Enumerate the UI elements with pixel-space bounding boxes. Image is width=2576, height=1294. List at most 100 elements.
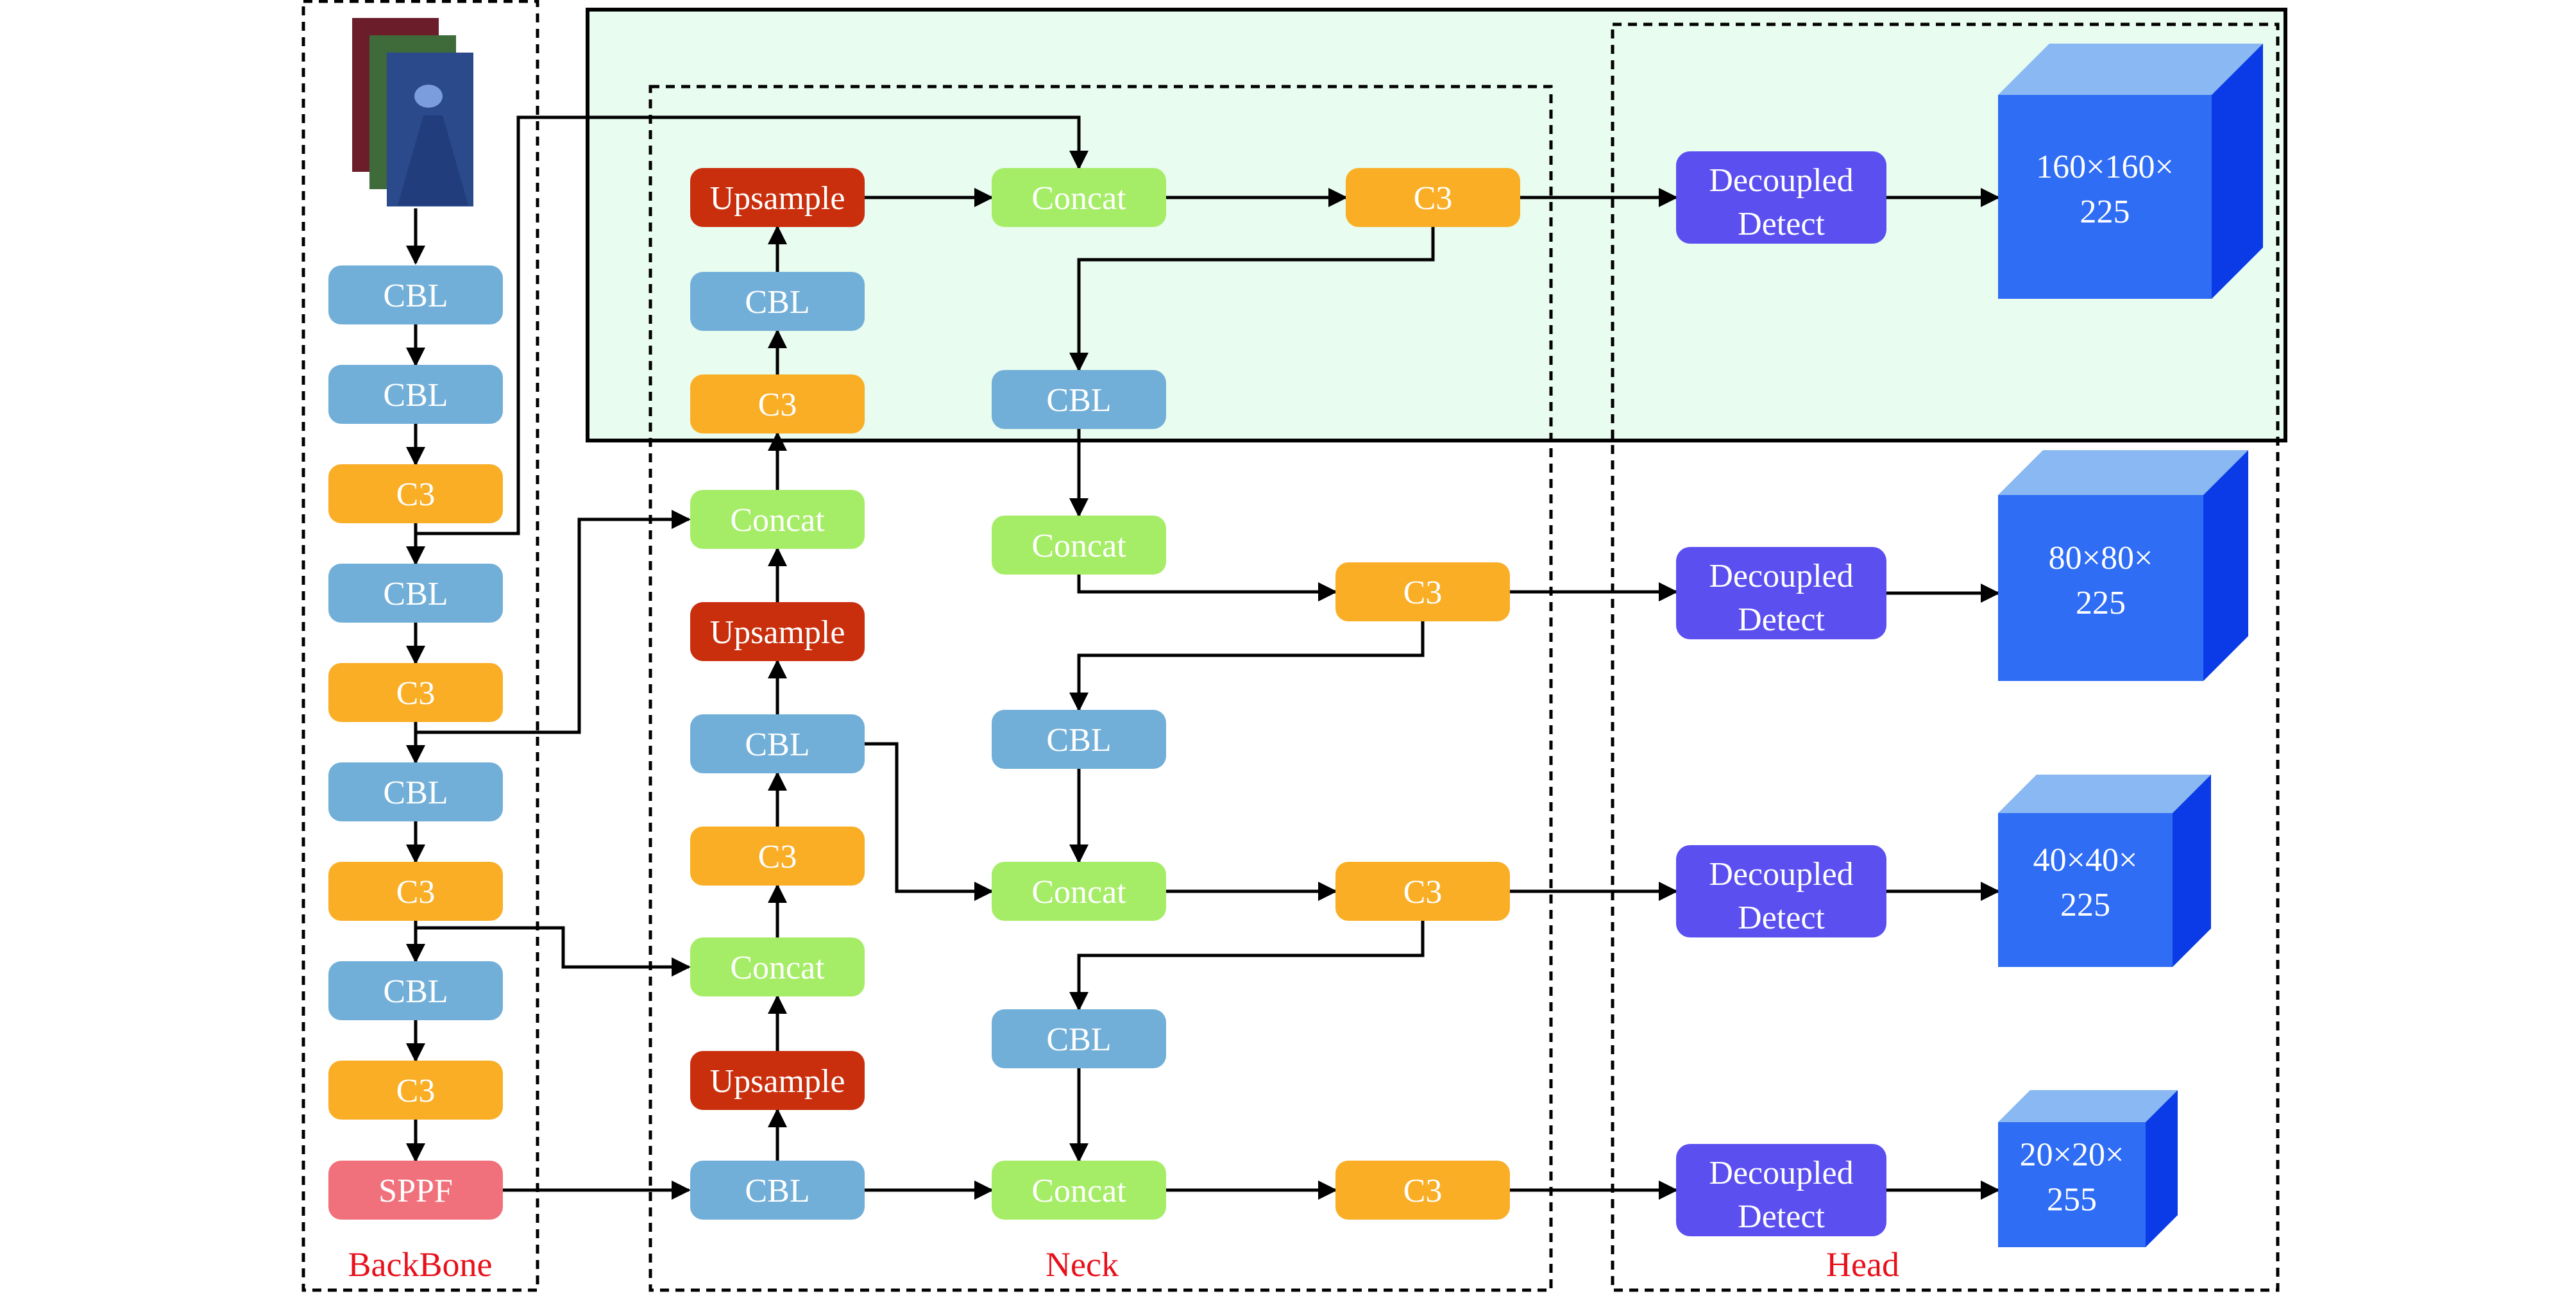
wire-bb-c3-to-top-concat <box>416 115 1089 535</box>
backbone-block-1: CBL <box>328 265 503 324</box>
neck-col1-block-6-label: CBL <box>745 727 809 763</box>
neck-col3-block-3-label: C3 <box>1403 874 1443 911</box>
neck-col1-block-1: Upsample <box>690 168 865 227</box>
neck-col2-block-6-label: CBL <box>1046 1021 1111 1058</box>
neck-col3-block-2: C3 <box>1335 562 1510 621</box>
backbone-block-5: C3 <box>328 663 503 722</box>
neck-col1-block-4: Concat <box>690 490 865 549</box>
neck-col2-block-3: Concat <box>992 516 1166 575</box>
backbone-block-3-label: C3 <box>396 476 436 513</box>
backbone-block-1-label: CBL <box>383 278 448 314</box>
output-dim-line2: 255 <box>2047 1182 2097 1218</box>
output-dim-line1: 80×80× <box>2049 540 2153 576</box>
neck-col1-block-3-label: C3 <box>758 387 797 423</box>
neck-col1-block-2-label: CBL <box>745 284 809 321</box>
neck-col3-block-4: C3 <box>1335 1161 1510 1220</box>
detect-label-line1: Decoupled <box>1709 162 1853 199</box>
neck-col1-block-8-label: Concat <box>730 950 825 986</box>
backbone-block-8-label: CBL <box>383 973 448 1010</box>
wire-c3-3-to-cbl <box>1069 921 1425 1011</box>
detect-label-line2: Detect <box>1738 900 1825 936</box>
neck-col1-block-10: CBL <box>690 1161 865 1220</box>
backbone-block-9-label: C3 <box>396 1073 436 1109</box>
neck-col1-block-5: Upsample <box>690 602 865 661</box>
neck-label: Neck <box>1046 1245 1119 1284</box>
output-dim-line1: 20×20× <box>2020 1137 2124 1173</box>
backbone-block-7: C3 <box>328 862 503 921</box>
backbone-block-4-label: CBL <box>383 576 448 612</box>
neck-col1-block-5-label: Upsample <box>710 614 845 651</box>
detect-label-line2: Detect <box>1738 601 1825 638</box>
backbone-block-2: CBL <box>328 365 503 424</box>
neck-col2-block-4: CBL <box>992 710 1166 769</box>
backbone-block-10-label: SPPF <box>378 1173 453 1209</box>
neck-col3-block-1-label: C3 <box>1414 180 1453 217</box>
neck-col2-block-7: Concat <box>992 1161 1166 1220</box>
neck-col1-block-9: Upsample <box>690 1051 865 1110</box>
output-cube-3: 40×40× 225 <box>1998 775 2211 967</box>
output-dim-line2: 225 <box>2060 887 2110 923</box>
backbone-block-4: CBL <box>328 564 503 623</box>
detect-label-line2: Detect <box>1738 1198 1825 1235</box>
wire-c3-2-to-cbl <box>1069 621 1425 712</box>
blocks-layer: CBLCBLC3CBLC3CBLC3CBLC3SPPFUpsampleCBLC3… <box>328 151 1886 1236</box>
wire-bb-c3-to-concat-4 <box>416 510 691 734</box>
neck-col3-block-3: C3 <box>1335 862 1510 921</box>
backbone-block-10: SPPF <box>328 1161 503 1220</box>
neck-col1-block-7-label: C3 <box>758 839 797 875</box>
head-label: Head <box>1826 1245 1899 1284</box>
backbone-block-5-label: C3 <box>396 675 436 712</box>
backbone-block-2-label: CBL <box>383 377 448 414</box>
neck-col1-block-6: CBL <box>690 714 865 773</box>
neck-col2-block-7-label: Concat <box>1031 1173 1126 1209</box>
neck-col1-block-10-label: CBL <box>745 1173 809 1209</box>
neck-col2-block-5: Concat <box>992 862 1166 921</box>
neck-col1-block-2: CBL <box>690 272 865 331</box>
neck-col1-block-3: C3 <box>690 374 865 433</box>
output-cubes: 160×160× 225 80×80× 225 40×40× 225 20×20× 255 <box>1998 44 2263 1247</box>
neck-col2-block-2-label: CBL <box>1046 382 1111 419</box>
detect-label-line2: Detect <box>1738 206 1825 242</box>
output-dim-line2: 225 <box>2076 585 2126 621</box>
output-dim-line2: 225 <box>2080 194 2130 230</box>
output-dim-line1: 160×160× <box>2036 149 2174 185</box>
output-cube-4: 20×20× 255 <box>1998 1090 2178 1247</box>
output-dim-line1: 40×40× <box>2033 842 2138 878</box>
neck-col1-block-8: Concat <box>690 937 865 996</box>
input-image-stack <box>352 18 473 206</box>
detect-label-line1: Decoupled <box>1709 1155 1853 1191</box>
output-cube-2: 80×80× 225 <box>1998 450 2248 681</box>
detect-label-line1: Decoupled <box>1709 558 1853 594</box>
neck-col1-block-1-label: Upsample <box>710 180 845 217</box>
head-frame <box>1611 22 2280 1292</box>
backbone-block-3: C3 <box>328 464 503 523</box>
neck-col3-block-2-label: C3 <box>1403 575 1443 611</box>
backbone-block-9: C3 <box>328 1061 503 1120</box>
wire-concat2-to-c3-2 <box>1077 575 1337 601</box>
neck-col1-block-7: C3 <box>690 827 865 886</box>
wire-bb-c3-to-concat-8 <box>416 926 691 977</box>
wire-c3-to-cbl-col2 <box>1069 227 1435 372</box>
neck-col2-block-3-label: Concat <box>1031 528 1126 564</box>
neck-col2-block-2: CBL <box>992 370 1166 429</box>
backbone-label: BackBone <box>348 1245 493 1284</box>
neck-col1-block-4-label: Concat <box>730 502 825 539</box>
backbone-block-6-label: CBL <box>383 775 448 811</box>
backbone-block-7-label: C3 <box>396 874 436 911</box>
connection-wires <box>406 115 2000 1200</box>
backbone-block-8: CBL <box>328 961 503 1020</box>
neck-col3-block-4-label: C3 <box>1403 1173 1443 1209</box>
detect-label-line1: Decoupled <box>1709 856 1853 893</box>
output-cube-1: 160×160× 225 <box>1998 44 2263 299</box>
neck-col3-block-1: C3 <box>1346 168 1520 227</box>
backbone-frame <box>301 0 539 1292</box>
neck-col1-block-9-label: Upsample <box>710 1063 845 1100</box>
neck-col2-block-4-label: CBL <box>1046 722 1111 759</box>
neck-col2-block-1: Concat <box>992 168 1166 227</box>
neck-col2-block-6: CBL <box>992 1009 1166 1068</box>
